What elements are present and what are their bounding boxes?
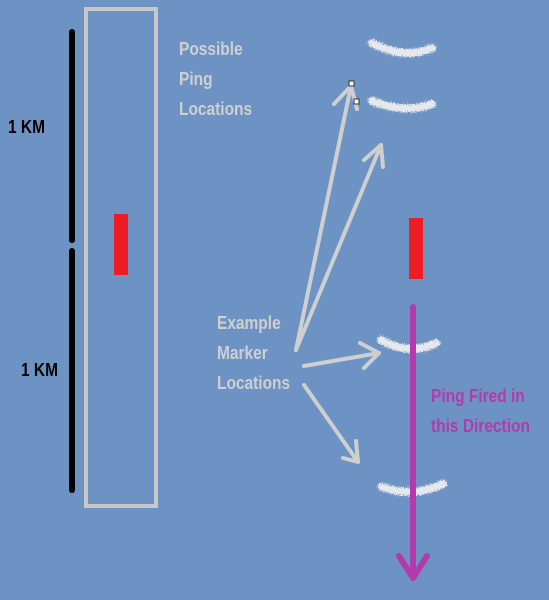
search-area-frame [84,7,158,508]
arrow-to-arc-4 [302,383,360,464]
ping-arc-3 [377,336,440,353]
scale-label-upper: 1 KM [8,117,45,137]
selection-handle [348,80,355,87]
arrow-to-arc-4-head [341,439,360,464]
ping-arc-2 [368,97,436,113]
ping-arc-1 [368,39,436,57]
marker-at-ping [409,218,423,279]
selection-handle [353,98,360,105]
example-marker-locations-label: Example Marker Locations [217,313,291,393]
ping-direction-arrow [396,304,430,581]
ping-direction-label: Ping Fired in this Direction [431,386,530,436]
arrow-to-arc-3-head [358,341,381,370]
arrow-to-arc-1 [294,84,353,352]
ping-arrow-head [396,553,430,581]
marker-arrows [294,84,385,464]
arrow-to-arc-2-head [362,143,385,169]
arrow-to-arc-2 [294,143,383,352]
marker-in-frame [114,214,128,275]
ping-arcs [368,39,447,496]
possible-ping-locations-label: Possible Ping Locations [179,39,253,119]
arrow-to-arc-3 [302,351,381,368]
scale-label-lower: 1 KM [21,360,58,380]
